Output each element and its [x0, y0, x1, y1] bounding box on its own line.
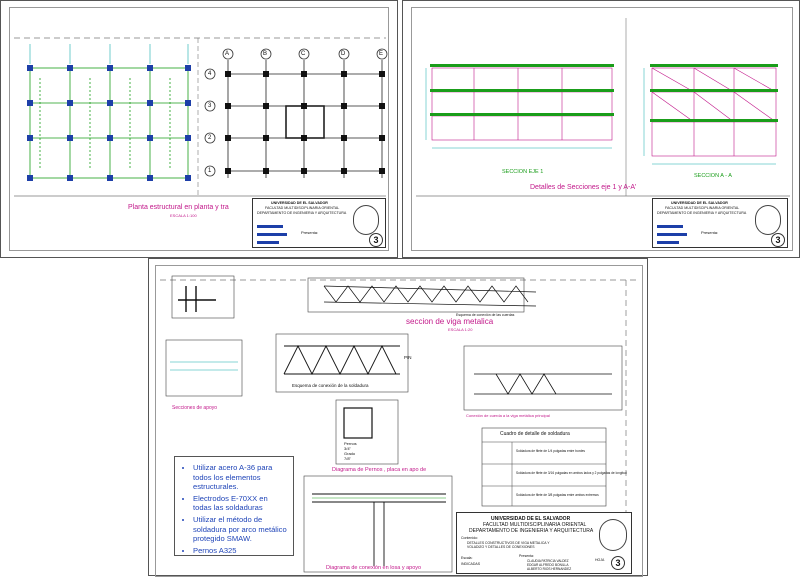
note-item: Pernos A325 — [193, 546, 287, 556]
pernos-text: Pernos — [344, 441, 357, 446]
drawing-sheet-sections: SECCION EJE 1 SECCION A - A Detalles de … — [402, 0, 800, 258]
title-block: UNIVERSIDAD DE EL SALVADOR FACULTAD MULT… — [456, 512, 632, 574]
pernos-text: Grado — [344, 451, 356, 456]
title-block-escala-value: INDICADAS — [461, 562, 481, 566]
drawing-caption: Secciones de apoyo — [172, 405, 218, 411]
grid-col-label: C — [301, 51, 306, 57]
section-label-eje1: SECCION EJE 1 — [502, 169, 544, 175]
section-label-aa: SECCION A - A — [694, 173, 732, 179]
general-notes: Utilizar acero A-36 para todos los eleme… — [174, 456, 294, 556]
sheet-number: 3 — [369, 233, 383, 247]
note-item: Utilizar acero A-36 para todos los eleme… — [193, 463, 287, 492]
note-item: Electrodos E-70XX en todas las soldadura… — [193, 494, 287, 513]
pin-label: PIN — [404, 355, 412, 360]
note-connection: Esquema de conexión de las cuerdas — [456, 313, 515, 317]
sheet-frame: seccion de viga metalica ESCALA 1:20 Esq… — [155, 265, 643, 577]
grid-col-label: A — [225, 51, 230, 57]
drawing-caption: Detalles de Secciones eje 1 y A-A' — [530, 184, 637, 191]
drawing-caption-scale: ESCALA 1:100 — [170, 213, 197, 218]
title-block-university: UNIVERSIDAD DE EL SALVADOR — [271, 201, 328, 205]
redacted-bar — [257, 233, 287, 236]
grid-row-label: 2 — [208, 135, 212, 141]
note-item: Utilizar el método de soldadura por arco… — [193, 515, 287, 544]
drawing-caption: Planta estructural en planta y tra — [128, 204, 229, 211]
grid-row-label: 1 — [208, 168, 212, 174]
title-block-faculty: FACULTAD MULTIDISCIPLINARIA ORIENTAL — [265, 206, 340, 210]
sections-drawing — [416, 18, 790, 197]
sheet-frame: SECCION EJE 1 SECCION A - A Detalles de … — [411, 7, 793, 251]
university-seal-icon — [599, 519, 627, 551]
grid-row-label: 3 — [208, 103, 212, 109]
title-block-contenido-text: VOLADIZO Y DETALLES DE CONEXIONES — [467, 545, 535, 549]
drawing-caption: Diagrama de conexión en losa y apoyo — [326, 565, 422, 571]
title-block-name: CLAUDIA PATRICIA VALDEZ — [527, 559, 569, 563]
plan-drawing — [14, 37, 388, 197]
redacted-bar — [257, 225, 283, 228]
title-block-faculty: FACULTAD MULTIDISCIPLINARIA ORIENTAL — [483, 522, 587, 528]
title-block: UNIVERSIDAD DE EL SALVADOR FACULTAD MULT… — [652, 198, 788, 248]
weld-row: Soldadura de filete de 3/8 pulgadas entr… — [516, 493, 599, 497]
sheet-number: 3 — [771, 233, 785, 247]
weld-table-title: Cuadro de detalle de soldadura — [500, 431, 570, 437]
title-block-hoja-label: HOJA — [595, 558, 605, 562]
title-block-department: DEPARTAMENTO DE INGENIERIA Y ARQUITECTUR… — [657, 211, 747, 215]
grid-col-label: D — [341, 51, 346, 57]
grid-row-label: 4 — [208, 71, 212, 77]
title-block-presenta: Presenta: — [301, 230, 319, 235]
title-block-faculty: FACULTAD MULTIDISCIPLINARIA ORIENTAL — [665, 206, 740, 210]
drawing-caption: Diagrama de Pernos , placa en apo de — [332, 467, 427, 473]
title-block-presenta: Presenta: — [701, 230, 719, 235]
university-seal-icon — [755, 205, 781, 235]
drawing-caption-scale: ESCALA 1:20 — [448, 327, 473, 332]
pernos-text: 7/8" — [344, 456, 351, 461]
title-block-university: UNIVERSIDAD DE EL SALVADOR — [491, 516, 571, 522]
title-block-contenido: Contenido: — [461, 536, 478, 540]
weld-row: Soldadura de filete de 3/16 pulgadas en … — [516, 471, 627, 475]
title-block-department: DEPARTAMENTO DE INGENIERIA Y ARQUITECTUR… — [469, 528, 594, 534]
drawing-sheet-plan: A B C D E 4 3 2 1 Planta estructural en … — [0, 0, 398, 258]
redacted-bar — [657, 225, 683, 228]
weld-row: Soldadura de filete de 1/4 pulgadas entr… — [516, 449, 585, 453]
redacted-bar — [657, 241, 679, 244]
drawing-caption: Conexión de cuerda a la viga metálica pr… — [466, 413, 550, 418]
drawing-caption: seccion de viga metalica — [406, 317, 494, 326]
title-block-department: DEPARTAMENTO DE INGENIERIA Y ARQUITECTUR… — [257, 211, 347, 215]
drawing-sheet-details: seccion de viga metalica ESCALA 1:20 Esq… — [148, 258, 648, 577]
title-block-contenido-text: DETALLES CONSTRUCTIVOS DE VIGA METALICA … — [467, 541, 550, 545]
pernos-text: 3/4" — [344, 446, 351, 451]
title-block-name: ALBERTO RIOS HERNANDEZ — [527, 567, 572, 571]
grid-col-label: B — [263, 51, 268, 57]
grid-col-label: E — [379, 51, 384, 57]
redacted-bar — [257, 241, 279, 244]
title-block: UNIVERSIDAD DE EL SALVADOR FACULTAD MULT… — [252, 198, 386, 248]
redacted-bar — [657, 233, 687, 236]
details-drawing — [160, 275, 640, 573]
title-block-name: EDGAR ALFREDO BONILLA — [527, 563, 569, 567]
title-block-university: UNIVERSIDAD DE EL SALVADOR — [671, 201, 728, 205]
title-block-presenta: Presenta: — [519, 554, 534, 558]
note-soldadura: Esquema de conexión de la soldadura — [292, 383, 369, 388]
title-block-escala-label: Escala: — [461, 556, 473, 560]
sheet-frame: A B C D E 4 3 2 1 Planta estructural en … — [9, 7, 389, 251]
sheet-number: 3 — [611, 556, 625, 570]
university-seal-icon — [353, 205, 379, 235]
